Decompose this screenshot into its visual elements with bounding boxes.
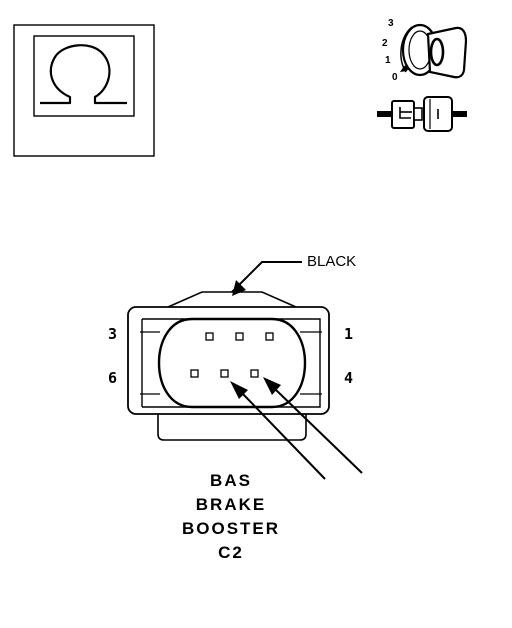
- pin-cavity-2: [235, 332, 244, 341]
- ignition-key-icon: 3 2 1 0: [382, 18, 468, 83]
- pin-cavity-6: [190, 369, 199, 378]
- pin-label-bottom-right: 4: [344, 369, 353, 387]
- connector-name-line-3: BOOSTER: [182, 519, 280, 538]
- connector-name: BAS BRAKE BOOSTER C2: [182, 471, 280, 562]
- pin-cavity-5: [220, 369, 229, 378]
- connector-color-label: BLACK: [307, 253, 356, 270]
- test-connector-probe-icon: [377, 96, 467, 132]
- ignition-pos-2: 2: [382, 38, 388, 49]
- ignition-pos-1: 1: [385, 55, 391, 66]
- connector-name-line-1: BAS: [210, 471, 252, 490]
- pin-cavity-4: [250, 369, 259, 378]
- pin-cavity-1: [265, 332, 274, 341]
- ohm-legend-box: [13, 24, 155, 157]
- connector-name-line-2: BRAKE: [196, 495, 266, 514]
- pin-label-top-left: 3: [108, 325, 117, 343]
- pin-label-bottom-left: 6: [108, 369, 117, 387]
- ignition-pos-3: 3: [388, 18, 394, 29]
- color-callout: BLACK: [231, 253, 356, 296]
- pin-pointer-arrows: [230, 377, 363, 480]
- pin-label-top-right: 1: [344, 325, 353, 343]
- pin-cavity-3: [205, 332, 214, 341]
- ignition-pos-0: 0: [392, 72, 398, 83]
- omega-ohm-icon: [40, 44, 127, 105]
- connector-body: [127, 291, 330, 441]
- connector-name-line-4: C2: [218, 543, 244, 562]
